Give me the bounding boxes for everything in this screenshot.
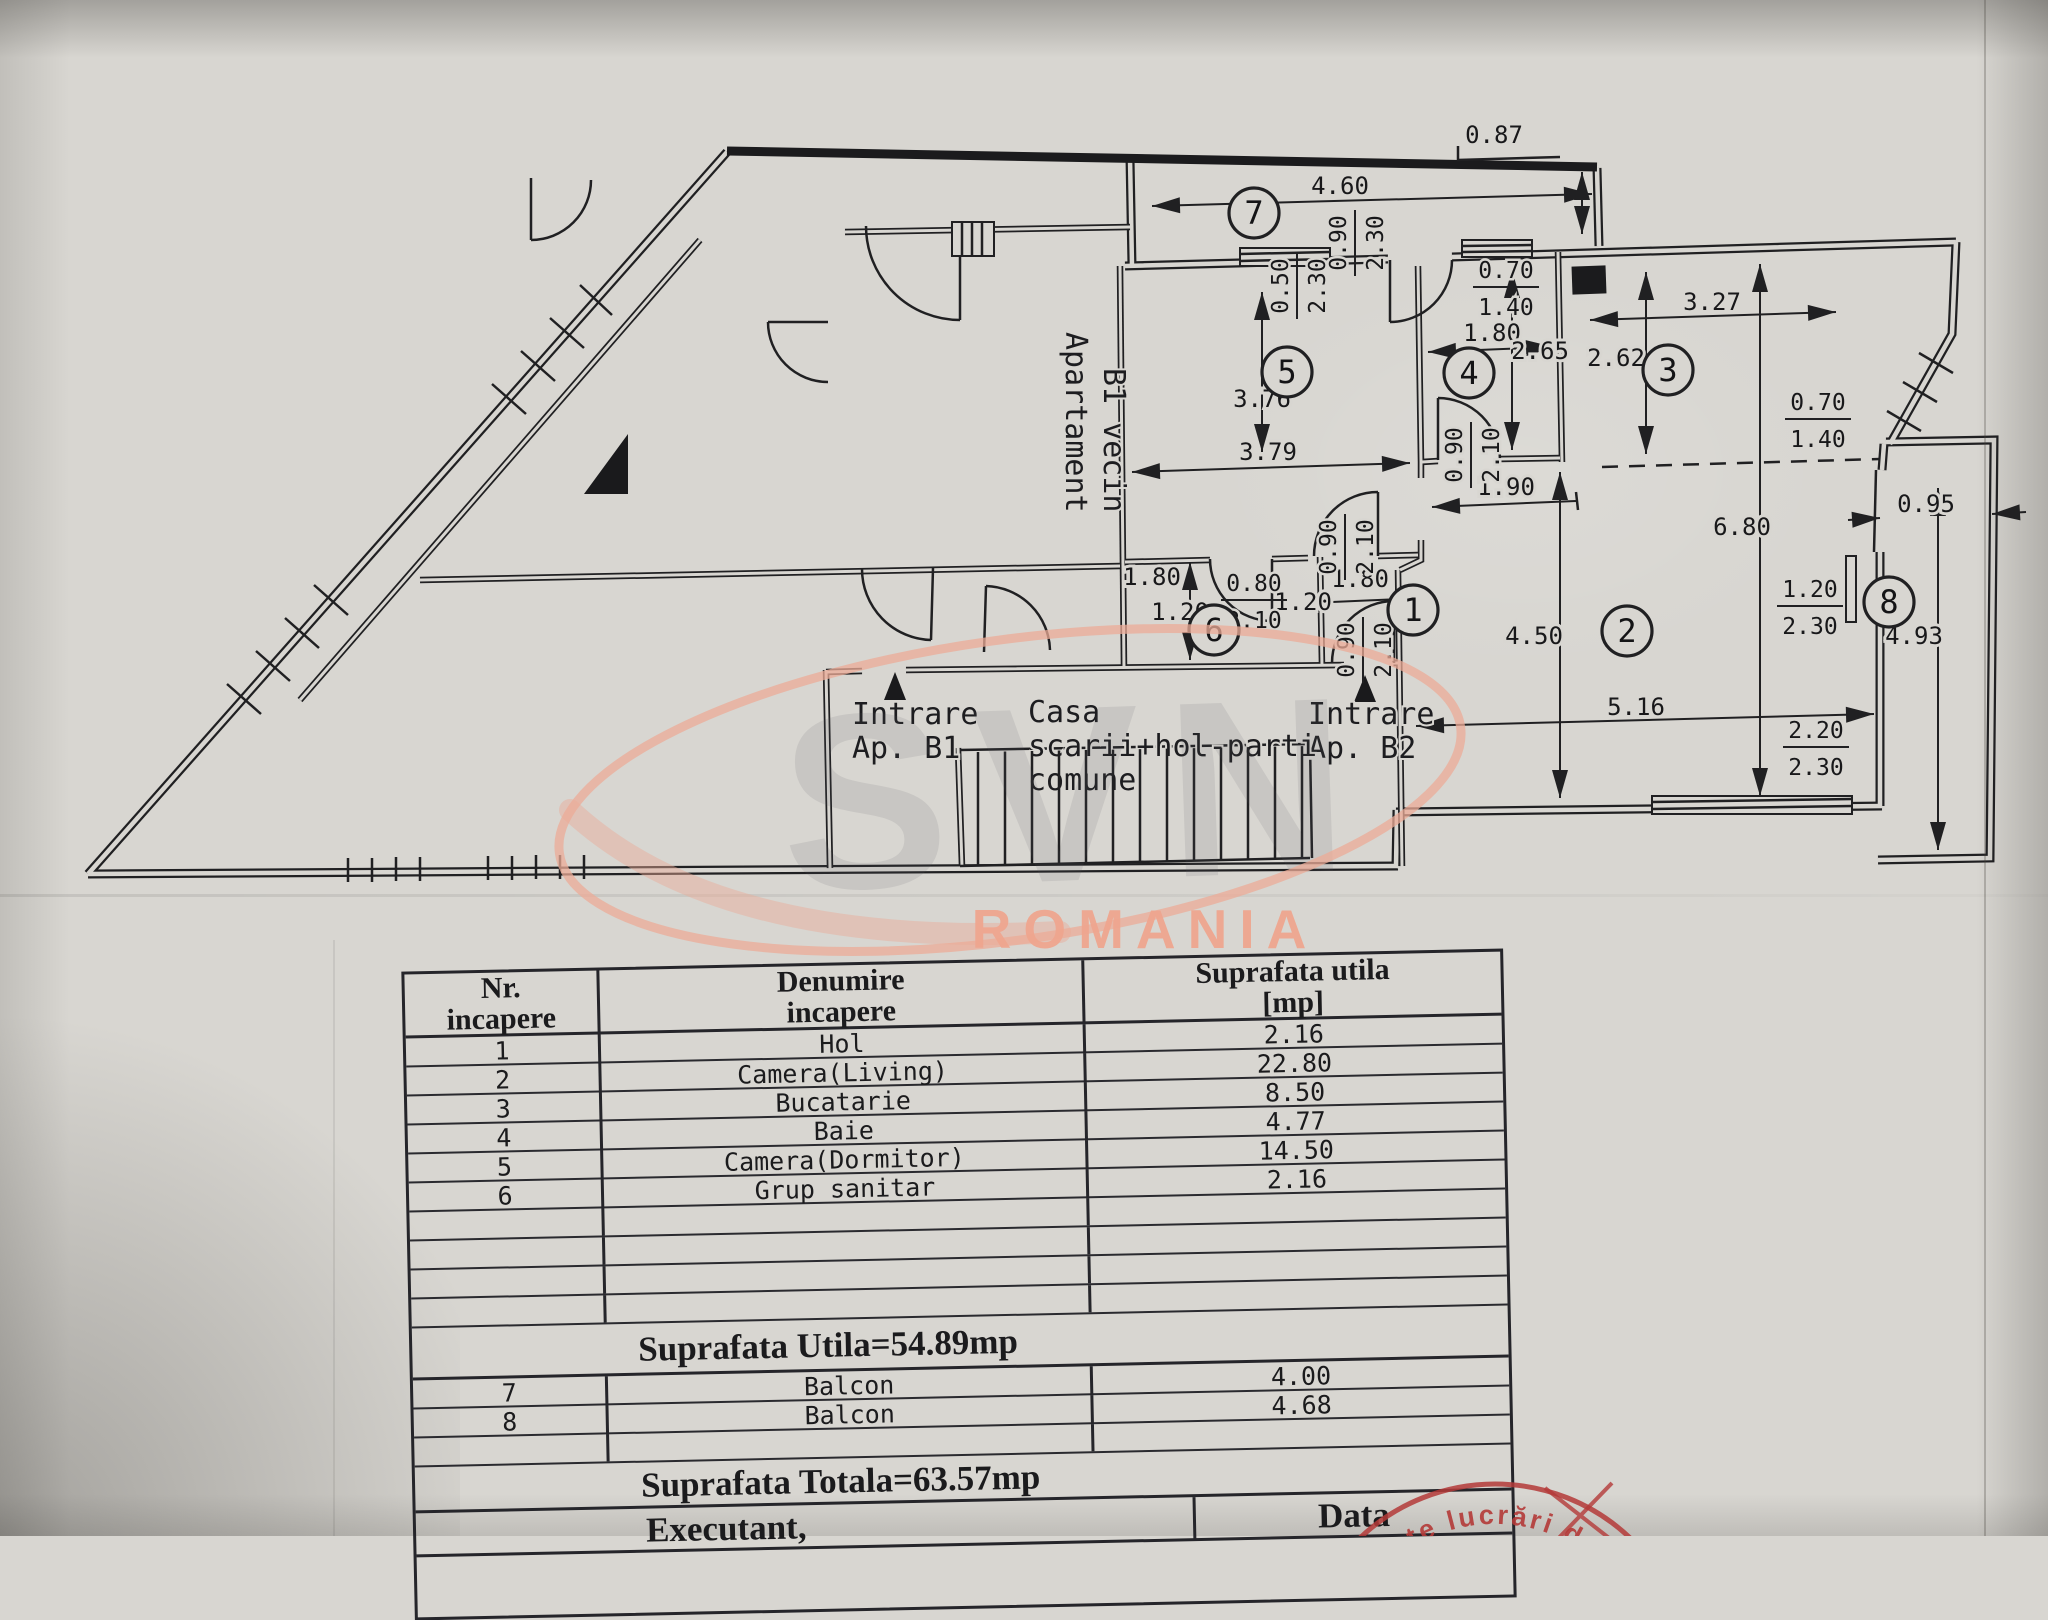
room-number-bubble: 1	[1386, 583, 1440, 637]
opening-height: 2.30	[1782, 614, 1837, 640]
wall-core	[1399, 462, 1423, 572]
dimension-label: 0.87	[1465, 121, 1523, 149]
room-number: 1	[1403, 591, 1422, 629]
opening-size-label: 1.20 2.30	[1777, 575, 1843, 643]
opening-size-label: 0.90 2.10	[1314, 514, 1382, 580]
opening-size-label: 0.90 2.10	[1440, 422, 1508, 488]
dimension-label: 1.20	[1274, 588, 1332, 616]
wall-core	[1594, 167, 1602, 247]
dimension-label: 1.90	[1477, 473, 1535, 501]
paper-crease-vertical	[333, 940, 335, 1536]
opening-height: 2.30	[1788, 755, 1843, 781]
wall-core	[1416, 265, 1423, 463]
opening-width: 1.20	[1782, 577, 1837, 603]
opening-width: 0.90	[1442, 427, 1468, 482]
wall-fill-block	[1571, 265, 1607, 295]
opening-width: 0.50	[1268, 258, 1294, 313]
opening-height: 2.10	[1353, 519, 1379, 574]
opening-height: 2.30	[1363, 215, 1389, 270]
opening-size-label: 0.70 1.40	[1473, 256, 1539, 324]
wall-core	[1127, 157, 1135, 267]
dimension-label: 1.80	[1123, 563, 1181, 591]
stamp-arc-text: execute lucrări de cadastru	[0, 0, 1661, 1536]
dimension-label: 3.79	[1239, 438, 1297, 466]
wall-core	[86, 150, 729, 876]
dimension-label: 4.50	[1505, 622, 1563, 650]
scan-shadow-bottom	[0, 1494, 2048, 1536]
dimension-label: 1.80	[1463, 319, 1521, 347]
scan-shadow-right	[1976, 0, 2048, 1536]
dimension-label: 3.27	[1683, 288, 1741, 316]
wall-core	[1118, 265, 1126, 669]
opening-width: 0.70	[1790, 390, 1845, 416]
wall-core	[298, 239, 702, 701]
wall-fill-triangle	[584, 434, 628, 494]
dimension-label: 0.95	[1897, 490, 1955, 518]
opening-width: 0.80	[1226, 571, 1281, 597]
top-facade-wall	[726, 146, 1598, 172]
wall-core	[1556, 251, 1564, 463]
open-boundary-dashed-line	[1601, 457, 1881, 469]
stamp-circle	[1358, 1481, 1632, 1536]
opening-size-label: 2.20 2.30	[1783, 716, 1849, 784]
opening-height: 1.40	[1790, 427, 1845, 453]
room-number-bubble: 2	[1600, 604, 1654, 658]
scan-shadow-bottom-left	[0, 976, 460, 1536]
room-number: 7	[1244, 194, 1263, 232]
room-number-bubble: 4	[1442, 346, 1496, 400]
opening-size-label: 0.70 1.40	[1785, 388, 1851, 456]
room-number-bubble: 3	[1641, 343, 1695, 397]
dimension-label: 5.16	[1607, 693, 1665, 721]
dimension-label: 1.80	[1331, 565, 1389, 593]
opening-height: 2.10	[1479, 427, 1505, 482]
wall-core	[419, 564, 1121, 582]
scan-shadow-top	[0, 0, 2048, 58]
opening-size-label: 0.50 2.30	[1266, 253, 1334, 319]
neighbor-apartment-label-line2: B1 vecin	[1096, 368, 1131, 513]
wall-core	[1888, 241, 1959, 446]
wall-core	[1421, 456, 1561, 464]
wall-core	[1124, 553, 1419, 564]
room-number-bubble: 5	[1260, 345, 1314, 399]
room-number: 5	[1277, 353, 1296, 391]
opening-width: 0.90	[1326, 215, 1352, 270]
room-number: 8	[1879, 583, 1898, 621]
dimension-label: 4.60	[1311, 172, 1369, 200]
room-number: 4	[1459, 354, 1478, 392]
dimension-label: 3.76	[1233, 385, 1291, 413]
opening-height: 2.30	[1305, 258, 1331, 313]
opening-height: 1.40	[1478, 295, 1533, 321]
dimension-label: 6.80	[1713, 513, 1771, 541]
neighbor-apartment-label-line1: Apartament	[1058, 332, 1093, 513]
room-number-bubble: 8	[1862, 575, 1916, 629]
opening-width: 0.70	[1478, 258, 1533, 284]
opening-size-label: 0.90 2.30	[1324, 210, 1392, 276]
dimension-label: 2.62	[1587, 344, 1645, 372]
room-number: 2	[1617, 612, 1636, 650]
windows	[226, 221, 1954, 882]
room-number-bubble: 7	[1227, 186, 1281, 240]
room-number: 3	[1658, 351, 1677, 389]
dimension-label: 2.65	[1511, 337, 1569, 365]
red-stamp: execute lucrări de cadastru	[0, 0, 1661, 1536]
wall-core	[1877, 437, 1997, 863]
opening-width: 2.20	[1788, 718, 1843, 744]
paper-edge-line	[1984, 0, 1986, 1536]
scan-shadow-left	[0, 0, 70, 1536]
opening-width: 0.90	[1316, 519, 1342, 574]
